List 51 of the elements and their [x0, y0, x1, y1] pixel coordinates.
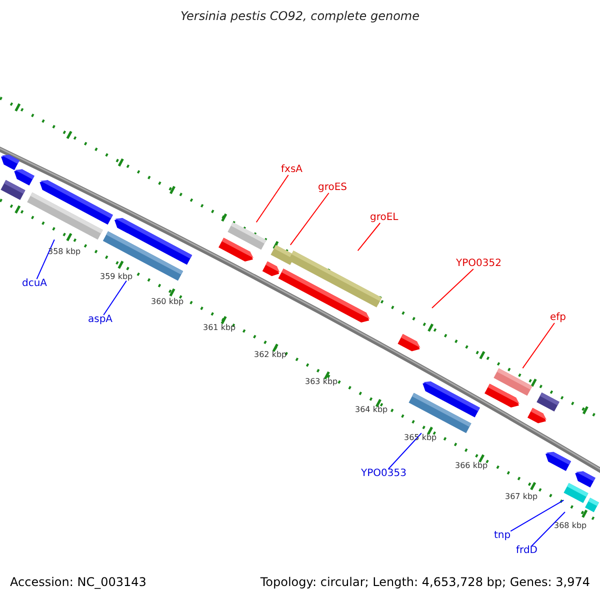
gene-block	[398, 334, 420, 352]
scale-label: 360 kbp	[151, 298, 184, 306]
genome-info-text: Topology: circular; Length: 4,653,728 bp; Genes: 3,974	[260, 576, 590, 588]
gene-label: YPO0352	[456, 259, 502, 269]
gene-label: efp	[550, 313, 566, 323]
gene-block	[1, 154, 20, 170]
gene-bar	[564, 482, 588, 504]
gene-bar	[536, 392, 560, 412]
title: Yersinia pestis CO92, complete genome	[180, 10, 420, 22]
leader-line	[103, 280, 127, 316]
leader-line	[290, 192, 330, 246]
gene-block	[546, 452, 572, 471]
leader-line	[432, 268, 474, 308]
scale-label: 366 kbp	[455, 462, 488, 470]
gene-label: frdD	[516, 546, 538, 556]
gene-bar	[27, 192, 103, 240]
leader-line	[36, 239, 55, 280]
gene-bar	[585, 498, 599, 512]
gene-bar	[0, 180, 26, 200]
gene-bar	[102, 231, 184, 281]
gene-label: dcuA	[22, 279, 48, 289]
gene-label: fxsA	[281, 165, 302, 175]
leader-line	[256, 174, 289, 223]
gene-label: groES	[318, 183, 348, 193]
gene-block	[278, 268, 370, 323]
gene-block	[14, 169, 34, 186]
scale-label: 362 kbp	[254, 351, 287, 359]
scale-label: 363 kbp	[305, 378, 338, 386]
scale-label: 367 kbp	[505, 493, 538, 501]
gene-block	[262, 261, 280, 276]
leader-line	[531, 512, 566, 546]
gene-label: aspA	[88, 315, 113, 325]
scale-label: 364 kbp	[355, 406, 388, 414]
gene-block	[527, 408, 547, 424]
leader-line	[510, 500, 564, 532]
scale-label: 359 kbp	[100, 273, 133, 281]
scale-label: 358 kbp	[48, 248, 81, 256]
accession-text: Accession: NC_003143	[10, 576, 146, 588]
leader-line	[522, 322, 555, 369]
leader-line	[357, 222, 381, 252]
gene-label: YPO0353	[361, 469, 406, 479]
scale-label: 361 kbp	[203, 324, 236, 332]
gene-label: tnp	[494, 531, 511, 541]
leader-line	[388, 432, 422, 470]
gene-block	[575, 471, 596, 488]
gene-label: groEL	[370, 213, 398, 223]
gene-bar	[408, 392, 472, 434]
gene-block	[218, 238, 254, 262]
scale-label: 365 kbp	[404, 434, 437, 442]
gene-block	[484, 384, 520, 408]
scale-label: 368 kbp	[554, 522, 587, 530]
